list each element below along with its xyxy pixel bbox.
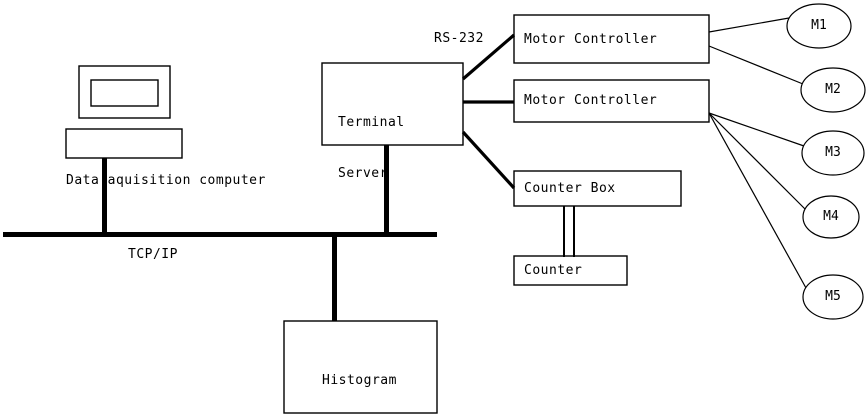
motor-m1-ellipse [786, 3, 852, 49]
data-acquisition-computer-caption: Data aquisition computer [66, 173, 266, 188]
link-terminal-to-counter-box [461, 130, 516, 190]
rs232-link-label: RS-232 [434, 31, 484, 46]
terminal-server-box [321, 62, 464, 146]
link-mc2-to-m4 [708, 112, 806, 210]
link-mc1-to-m1 [708, 17, 790, 33]
counter-box-label: Counter Box [524, 181, 616, 196]
motor-m3-label: M3 [825, 145, 841, 160]
motor-m5-ellipse [802, 274, 864, 320]
motor-m4-ellipse [802, 195, 860, 239]
histogram-memory-label: Histogram Memory [322, 338, 397, 414]
terminal-server-label-line1: Terminal [338, 115, 405, 130]
motor-m5-label: M5 [825, 289, 841, 304]
link-terminal-to-motor-controller-1 [461, 33, 516, 81]
tcpip-bus-label: TCP/IP [128, 247, 178, 262]
link-mc2-to-m3 [708, 112, 805, 147]
monitor-screen [90, 79, 159, 107]
counter-label: Counter [524, 263, 583, 278]
motor-m1-label: M1 [811, 18, 827, 33]
motor-controller-1-label: Motor Controller [524, 32, 658, 47]
histogram-bus-drop [332, 234, 337, 322]
motor-m4-label: M4 [823, 209, 839, 224]
terminal-server-label-line2: Server [338, 166, 388, 181]
histogram-memory-box [283, 320, 438, 414]
link-mc2-to-m5 [708, 112, 807, 289]
motor-controller-2-label: Motor Controller [524, 93, 658, 108]
motor-m3-ellipse [801, 130, 865, 176]
counter-box [513, 255, 628, 286]
motor-m2-ellipse [800, 67, 866, 113]
keyboard-box [65, 128, 183, 159]
histogram-memory-label-line1: Histogram [322, 373, 397, 388]
link-mc1-to-m2 [708, 45, 804, 85]
counter-box-box [513, 170, 682, 207]
motor-m2-label: M2 [825, 82, 841, 97]
terminal-server-label: Terminal Server [338, 80, 405, 216]
computer-bus-drop [102, 148, 107, 236]
terminal-server-bus-drop [384, 145, 389, 236]
motor-controller-1-box [513, 14, 710, 64]
tcpip-bus-line [3, 232, 437, 237]
